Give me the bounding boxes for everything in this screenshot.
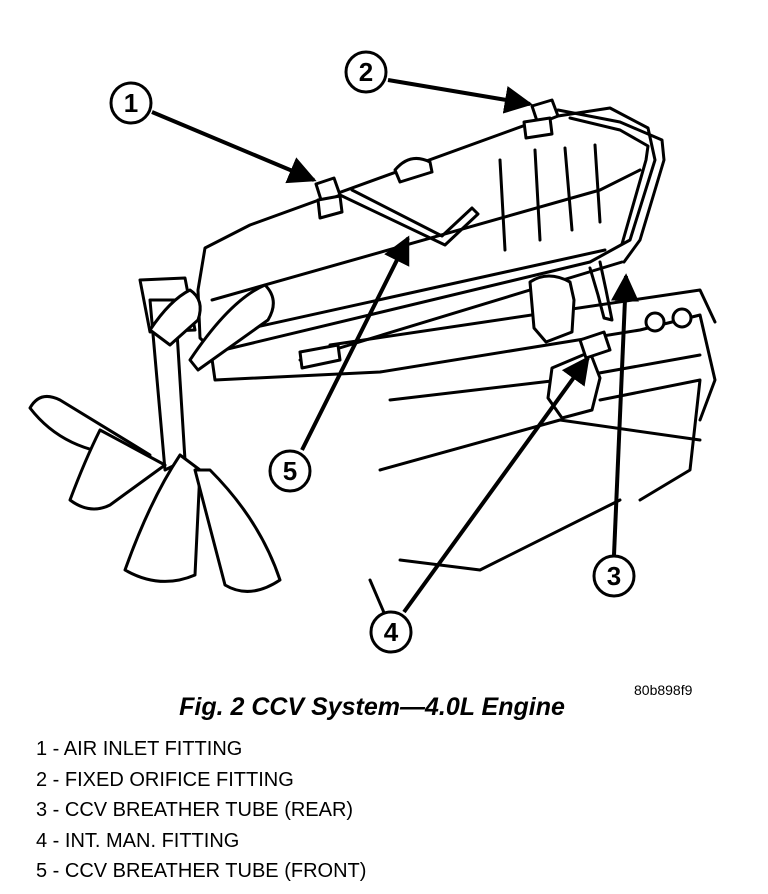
callout-1-number: 1 — [124, 88, 138, 118]
leader-arrows — [151, 78, 639, 614]
legend-item: 2 - FIXED ORIFICE FITTING — [36, 768, 294, 791]
figure-code: 80b898f9 — [634, 682, 693, 698]
callout-2-number: 2 — [359, 57, 373, 87]
legend-item: 3 - CCV BREATHER TUBE (REAR) — [36, 799, 354, 821]
figure-caption: Fig. 2 CCV System—4.0L Engine — [179, 693, 565, 721]
leader-arrow-2 — [387, 78, 533, 114]
callout-4-number: 4 — [384, 617, 399, 647]
leader-arrow-4 — [402, 355, 590, 614]
leader-arrow-5 — [300, 235, 410, 451]
callout-3: 3 — [592, 554, 636, 598]
engine-line-art — [28, 98, 717, 652]
leader-arrow-3 — [610, 273, 639, 556]
callout-1: 1 — [109, 81, 153, 125]
legend-item: 5 - CCV BREATHER TUBE (FRONT) — [36, 860, 367, 882]
legend-item: 4 - INT. MAN. FITTING — [36, 829, 240, 852]
callout-2: 2 — [344, 50, 388, 94]
callout-5: 5 — [268, 449, 312, 493]
legend-list: 1 - AIR INLET FITTING 2 - FIXED ORIFICE … — [36, 734, 366, 887]
callout-4: 4 — [369, 610, 413, 654]
legend-item: 1 - AIR INLET FITTING — [36, 738, 243, 760]
callout-3-number: 3 — [607, 561, 621, 591]
engine-diagram: 1 2 3 4 5 — [28, 50, 717, 654]
leader-arrow-1 — [151, 110, 317, 184]
callout-5-number: 5 — [283, 456, 297, 486]
